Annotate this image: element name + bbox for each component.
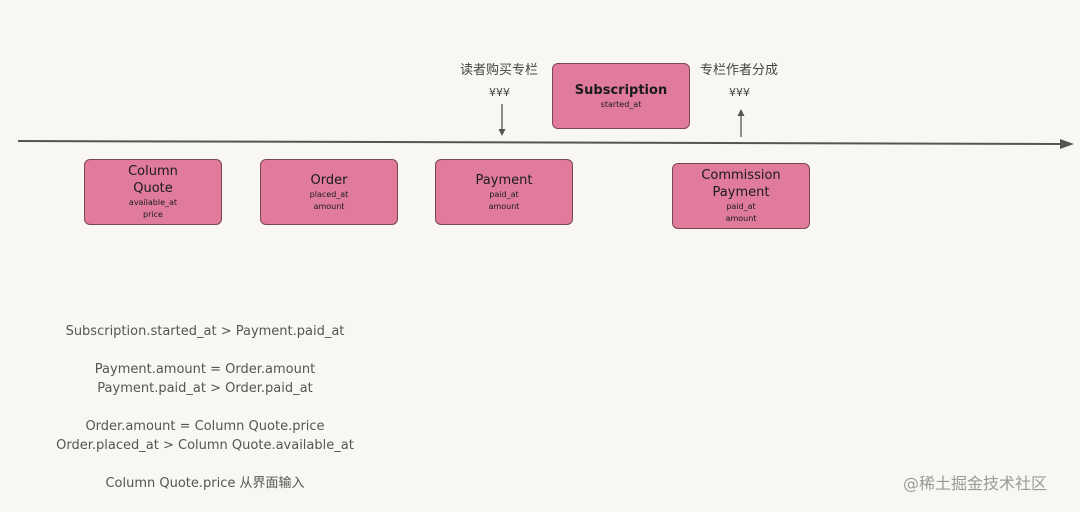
- commission-payment-field: paid_at: [726, 202, 756, 211]
- constraint-line: Column Quote.price 从界面输入: [105, 476, 305, 491]
- payment-field: paid_at: [489, 189, 519, 199]
- column-quote-title-line: Column: [128, 164, 178, 179]
- constraint-line: Subscription.started_at > Payment.paid_a…: [65, 324, 345, 339]
- column-quote-title: Column Quote: [128, 163, 178, 197]
- watermark: @稀土掘金技术社区: [903, 474, 1048, 493]
- constraint-group: Subscription.started_at > Payment.paid_a…: [30, 322, 380, 341]
- subscription-title: Subscription: [574, 82, 668, 98]
- column-quote-box: Column Quote available_at price: [84, 159, 222, 225]
- payment-title: Payment: [475, 172, 533, 188]
- constraint-line: Payment.paid_at > Order.paid_at: [97, 381, 313, 396]
- commission-payment-title: Commission Payment: [701, 167, 780, 201]
- subscription-field: started_at: [600, 99, 642, 109]
- purchase-arrowhead: [498, 129, 506, 136]
- order-field: placed_at: [309, 189, 349, 199]
- constraint-line: Order.placed_at > Column Quote.available…: [56, 438, 354, 453]
- constraint-group: Column Quote.price 从界面输入: [30, 474, 380, 493]
- constraint-group: Payment.amount = Order.amount Payment.pa…: [30, 360, 380, 398]
- column-quote-field: available_at: [128, 198, 178, 207]
- subscription-box: Subscription started_at: [552, 63, 690, 129]
- timeline-arrowhead: [1060, 139, 1074, 149]
- commission-payment-field: amount: [725, 214, 757, 223]
- purchase-label: 读者购买专栏: [460, 63, 539, 78]
- commission-label: 专栏作者分成: [700, 63, 779, 78]
- commission-payment-title-line: Commission: [701, 168, 781, 183]
- commission-arrowhead: [737, 109, 745, 116]
- column-quote-title-line: Quote: [133, 181, 173, 196]
- timeline-axis: [17, 140, 1063, 145]
- purchase-money: ¥¥¥: [489, 86, 510, 99]
- commission-payment-title-line: Payment: [712, 185, 770, 200]
- commission-payment-box: Commission Payment paid_at amount: [672, 163, 810, 229]
- constraint-line: Order.amount = Column Quote.price: [85, 419, 325, 434]
- payment-field: amount: [488, 201, 520, 211]
- order-title: Order: [310, 172, 348, 188]
- commission-money: ¥¥¥: [729, 86, 750, 99]
- constraint-line: Payment.amount = Order.amount: [94, 362, 316, 377]
- order-box: Order placed_at amount: [260, 159, 398, 225]
- order-field: amount: [313, 201, 345, 211]
- payment-box: Payment paid_at amount: [435, 159, 573, 225]
- constraint-group: Order.amount = Column Quote.price Order.…: [30, 417, 380, 455]
- column-quote-field: price: [143, 210, 163, 219]
- constraints-list: Subscription.started_at > Payment.paid_a…: [30, 322, 380, 512]
